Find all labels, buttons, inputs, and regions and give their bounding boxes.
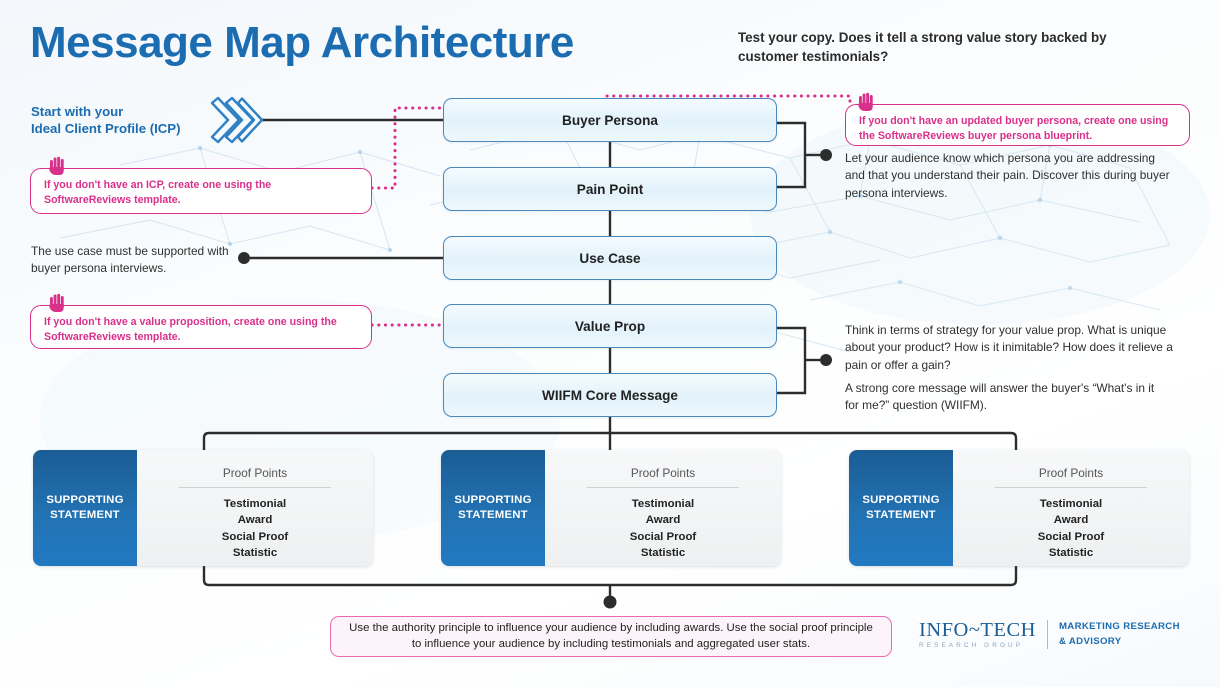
logo-wordmark: INFO~TECH — [919, 619, 1036, 642]
core-box-pain-point[interactable]: Pain Point — [443, 167, 777, 211]
proof-points-panel-3: Proof Points Testimonial Award Social Pr… — [953, 450, 1189, 566]
supporting-title-line1: SUPPORTING — [46, 494, 124, 507]
proof-point-item: Statistic — [232, 547, 278, 560]
core-box-use-case[interactable]: Use Case — [443, 236, 777, 280]
proof-points-divider — [995, 487, 1147, 488]
note-use-case: The use case must be supported with buye… — [31, 244, 229, 276]
proof-point-item: Testimonial — [631, 498, 695, 510]
triple-chevron-right-icon — [210, 96, 264, 144]
core-box-value-prop[interactable]: Value Prop — [443, 304, 777, 348]
supporting-card-2[interactable]: SUPPORTING STATEMENT Proof Points Testim… — [441, 450, 781, 566]
proof-point-item: Statistic — [640, 547, 686, 560]
proof-points-divider — [179, 487, 331, 488]
logo-subtext: RESEARCH GROUP — [919, 641, 1024, 649]
proof-points-panel-1: Proof Points Testimonial Award Social Pr… — [137, 450, 373, 566]
callout-icp[interactable]: If you don't have an ICP, create one usi… — [30, 156, 372, 214]
callout-value-prop[interactable]: If you don't have a value proposition, c… — [30, 293, 372, 349]
proof-points-panel-2: Proof Points Testimonial Award Social Pr… — [545, 450, 781, 566]
proof-points-divider — [587, 487, 739, 488]
note-persona-pain: Let your audience know which persona you… — [845, 151, 1170, 200]
stop-hand-icon — [858, 92, 873, 111]
note-core-message: A strong core message will answer the bu… — [845, 381, 1155, 413]
callout-icp-text: If you don't have an ICP, create one usi… — [44, 179, 272, 207]
proof-point-item: Testimonial — [223, 498, 287, 510]
supporting-card-3[interactable]: SUPPORTING STATEMENT Proof Points Testim… — [849, 450, 1189, 566]
proof-points-title: Proof Points — [630, 466, 696, 480]
proof-point-item: Award — [1053, 514, 1089, 527]
logo-tagline-line2: & ADVISORY — [1058, 635, 1122, 647]
supporting-statement-label-2: SUPPORTING STATEMENT — [441, 450, 545, 566]
bottom-note-banner: Use the authority principle to influence… — [330, 616, 892, 657]
stop-hand-icon — [49, 156, 64, 175]
stop-hand-icon — [49, 293, 64, 312]
supporting-card-1[interactable]: SUPPORTING STATEMENT Proof Points Testim… — [33, 450, 373, 566]
note-value-prop: Think in terms of strategy for your valu… — [845, 323, 1173, 372]
supporting-statement-label-1: SUPPORTING STATEMENT — [33, 450, 137, 566]
supporting-title-line2: STATEMENT — [866, 509, 936, 521]
proof-point-item: Social Proof — [629, 530, 697, 543]
callout-buyer-persona-text: If you don't have an updated buyer perso… — [859, 115, 1169, 143]
supporting-title-line1: SUPPORTING — [454, 494, 532, 507]
supporting-title-line2: STATEMENT — [458, 509, 528, 521]
proof-point-item: Award — [645, 514, 681, 527]
callout-value-prop-text: If you don't have a value proposition, c… — [44, 316, 337, 344]
page-title: Message Map Architecture — [30, 18, 574, 67]
proof-point-item: Statistic — [1048, 547, 1094, 560]
proof-point-item: Testimonial — [1039, 498, 1103, 510]
core-box-wiifm[interactable]: WIIFM Core Message — [443, 373, 777, 417]
icp-label-line2: Ideal Client Profile (ICP) — [31, 121, 181, 137]
callout-buyer-persona[interactable]: If you don't have an updated buyer perso… — [845, 92, 1190, 146]
proof-point-item: Award — [237, 514, 273, 527]
supporting-statement-label-3: SUPPORTING STATEMENT — [849, 450, 953, 566]
brand-logo: INFO~TECH RESEARCH GROUP MARKETING RESEA… — [919, 620, 1180, 649]
proof-points-title: Proof Points — [1038, 466, 1104, 480]
icp-start-label: Start with your Ideal Client Profile (IC… — [31, 103, 211, 138]
proof-point-item: Social Proof — [1037, 530, 1105, 543]
logo-divider — [1046, 620, 1048, 649]
logo-tagline-line1: MARKETING RESEARCH — [1058, 621, 1180, 633]
supporting-title-line1: SUPPORTING — [862, 494, 940, 507]
supporting-title-line2: STATEMENT — [50, 509, 120, 521]
icp-label-line1: Start with your — [31, 104, 124, 119]
proof-points-title: Proof Points — [222, 466, 288, 480]
proof-point-item: Social Proof — [221, 530, 289, 543]
headline-question: Test your copy. Does it tell a strong va… — [738, 30, 1107, 65]
core-box-buyer-persona[interactable]: Buyer Persona — [443, 98, 777, 142]
